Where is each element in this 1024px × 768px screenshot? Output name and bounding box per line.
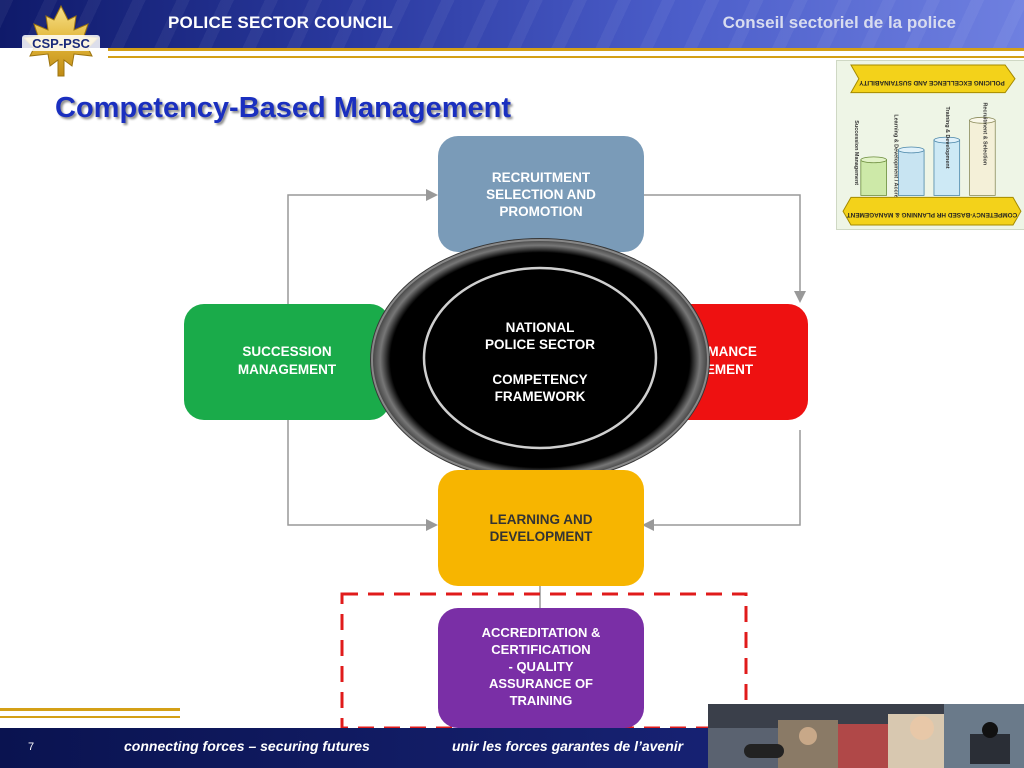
- thumb-pillar-1: Succession Management: [853, 120, 887, 196]
- tagline-en: connecting forces – securing futures: [124, 738, 370, 754]
- thumb-bottom-label: COMPETENCY-BASED HR PLANNING & MANAGEMEN…: [847, 211, 1018, 218]
- competency-diagram: RECRUITMENT SELECTION AND PROMOTION SUCC…: [184, 136, 808, 728]
- thumb-pillar-3: Training & Development: [933, 106, 961, 196]
- thumb-pillar-label-1: Succession Management: [853, 120, 859, 185]
- cycle-arrows: [287, 189, 806, 608]
- accreditation-line4: ASSURANCE OF: [489, 676, 593, 691]
- recruitment-line1: RECRUITMENT: [492, 170, 591, 185]
- pillars-thumbnail: POLICING EXCELLENCE AND SUSTAINABILITY S…: [836, 60, 1024, 230]
- center-line3: COMPETENCY: [492, 372, 587, 387]
- thumb-pillar-label-3: Training & Development: [944, 106, 950, 168]
- succession-line1: SUCCESSION: [242, 344, 331, 359]
- accreditation-line3: - QUALITY: [509, 659, 574, 674]
- accreditation-line5: TRAINING: [510, 693, 573, 708]
- header-gold-line-thin: [108, 56, 1024, 58]
- header-gold-line: [108, 48, 1024, 51]
- csp-psc-logo: CSP-PSC: [22, 4, 100, 77]
- learning-line1: LEARNING AND: [490, 512, 593, 527]
- page-number: 7: [28, 741, 35, 753]
- recruitment-line2: SELECTION AND: [486, 187, 596, 202]
- succession-line2: MANAGEMENT: [238, 362, 337, 377]
- center-line4: FRAMEWORK: [495, 389, 586, 404]
- logo-text: CSP-PSC: [32, 36, 90, 51]
- thumb-top-label: POLICING EXCELLENCE AND SUSTAINABILITY: [858, 79, 1004, 86]
- accreditation-certification-box: ACCREDITATION & CERTIFICATION - QUALITY …: [438, 608, 644, 728]
- footer-gold-line: [0, 708, 180, 711]
- header-title-fr: Conseil sectoriel de la police: [722, 13, 956, 32]
- center-line1: NATIONAL: [506, 320, 575, 335]
- tagline-fr: unir les forces garantes de l’avenir: [452, 738, 684, 754]
- header-banner: POLICE SECTOR COUNCIL Conseil sectoriel …: [0, 0, 1024, 48]
- police-photo-collage: [708, 704, 1024, 768]
- learning-line2: DEVELOPMENT: [490, 529, 594, 544]
- accreditation-line1: ACCREDITATION &: [482, 625, 601, 640]
- footer-gold-line-thin: [0, 716, 180, 718]
- slide-title: Competency-Based Management: [55, 92, 512, 124]
- learning-development-box: LEARNING AND DEVELOPMENT: [438, 470, 644, 586]
- accreditation-line2: CERTIFICATION: [491, 642, 590, 657]
- center-line2: POLICE SECTOR: [485, 337, 595, 352]
- thumb-pillar-2: Learning & Development / Accreditation: [892, 114, 925, 217]
- thumb-pillar-label-2: Learning & Development / Accreditation: [892, 114, 898, 217]
- thumb-pillar-4: Recruitment & Selection: [969, 103, 996, 196]
- header-title-en: POLICE SECTOR COUNCIL: [168, 13, 393, 32]
- competency-framework-circle: NATIONAL POLICE SECTOR COMPETENCY FRAMEW…: [370, 238, 710, 482]
- recruitment-selection-box: RECRUITMENT SELECTION AND PROMOTION: [438, 136, 644, 252]
- accreditation-highlight: [340, 592, 748, 728]
- thumb-pillar-label-4: Recruitment & Selection: [981, 103, 987, 166]
- recruitment-line3: PROMOTION: [499, 204, 582, 219]
- succession-management-box: SUCCESSION MANAGEMENT: [184, 304, 390, 420]
